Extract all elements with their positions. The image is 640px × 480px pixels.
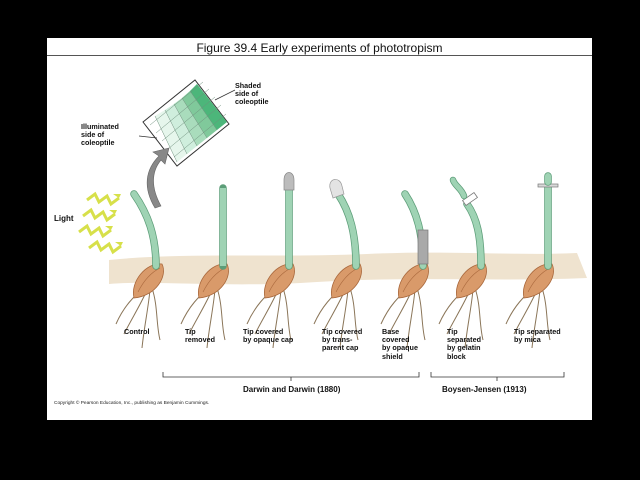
coleoptile (464, 201, 484, 269)
seed (133, 263, 164, 299)
shaded-side-label: Shaded side of coleoptile (235, 81, 269, 107)
seedling-mica (505, 172, 559, 349)
seedling-label-bent: Control (124, 327, 150, 336)
seedling-tip-removed (180, 184, 229, 349)
root-1 (406, 289, 416, 349)
darwin-brace (162, 372, 420, 381)
cell-magnification-inset (142, 79, 230, 167)
transparent-cap (329, 179, 345, 199)
gelatin-block (461, 191, 479, 207)
root-2 (216, 287, 226, 341)
seedling-bent (115, 190, 164, 349)
seedling-label-gelatin: Tip separated by gelatin block (447, 327, 481, 361)
slide: Figure 39.4 Early experiments of phototr… (47, 38, 592, 420)
seedling-label-transparent-cap: Tip covered by trans- parent cap (322, 327, 363, 353)
seedling-transparent-cap (313, 179, 362, 349)
seedling-label-mica: Tip separated by mica (514, 327, 561, 345)
seedling-opaque-cap (246, 172, 295, 349)
copyright-note: Copyright © Pearson Education, Inc., pub… (54, 401, 210, 406)
seed (198, 263, 229, 299)
separated-tip (450, 177, 467, 199)
root-2 (474, 287, 484, 341)
root-1 (141, 289, 151, 349)
root-1 (206, 289, 216, 349)
boysen-jensen-brace (430, 372, 565, 381)
study-boysen-jensen-label: Boysen-Jensen (1913) (442, 385, 527, 394)
magnify-arrow (146, 147, 170, 209)
title-rule (47, 55, 592, 56)
seed (456, 263, 487, 299)
seedling-label-base-shield: Base covered by opaque shield (382, 327, 418, 361)
seedling-label-opaque-cap: Tip covered by opaque cap (243, 327, 294, 345)
seedling-gelatin (438, 176, 487, 349)
root-2 (349, 287, 359, 341)
diagram-art (78, 79, 587, 381)
root-1 (464, 289, 474, 349)
root-1 (339, 289, 349, 349)
light-label: Light (54, 214, 74, 223)
opaque-cap (283, 172, 295, 191)
coleoptile (335, 191, 359, 269)
seed (523, 263, 554, 299)
root-1 (272, 289, 282, 349)
root-2 (282, 287, 292, 341)
light-rays (78, 191, 122, 255)
seedling-base-shield (380, 190, 429, 349)
coleoptile (131, 191, 159, 269)
seedling-label-tip-removed: Tip removed (185, 327, 215, 345)
opaque-shield (417, 229, 429, 265)
root-1 (531, 289, 541, 349)
figure-title: Figure 39.4 Early experiments of phototr… (196, 41, 443, 55)
root-2 (541, 287, 551, 341)
seed (331, 263, 362, 299)
seed (264, 263, 295, 299)
illuminated-side-label: Illuminated side of coleoptile (81, 122, 119, 148)
root-2 (151, 287, 161, 341)
study-darwin-label: Darwin and Darwin (1880) (243, 385, 341, 394)
root-2 (416, 287, 426, 341)
